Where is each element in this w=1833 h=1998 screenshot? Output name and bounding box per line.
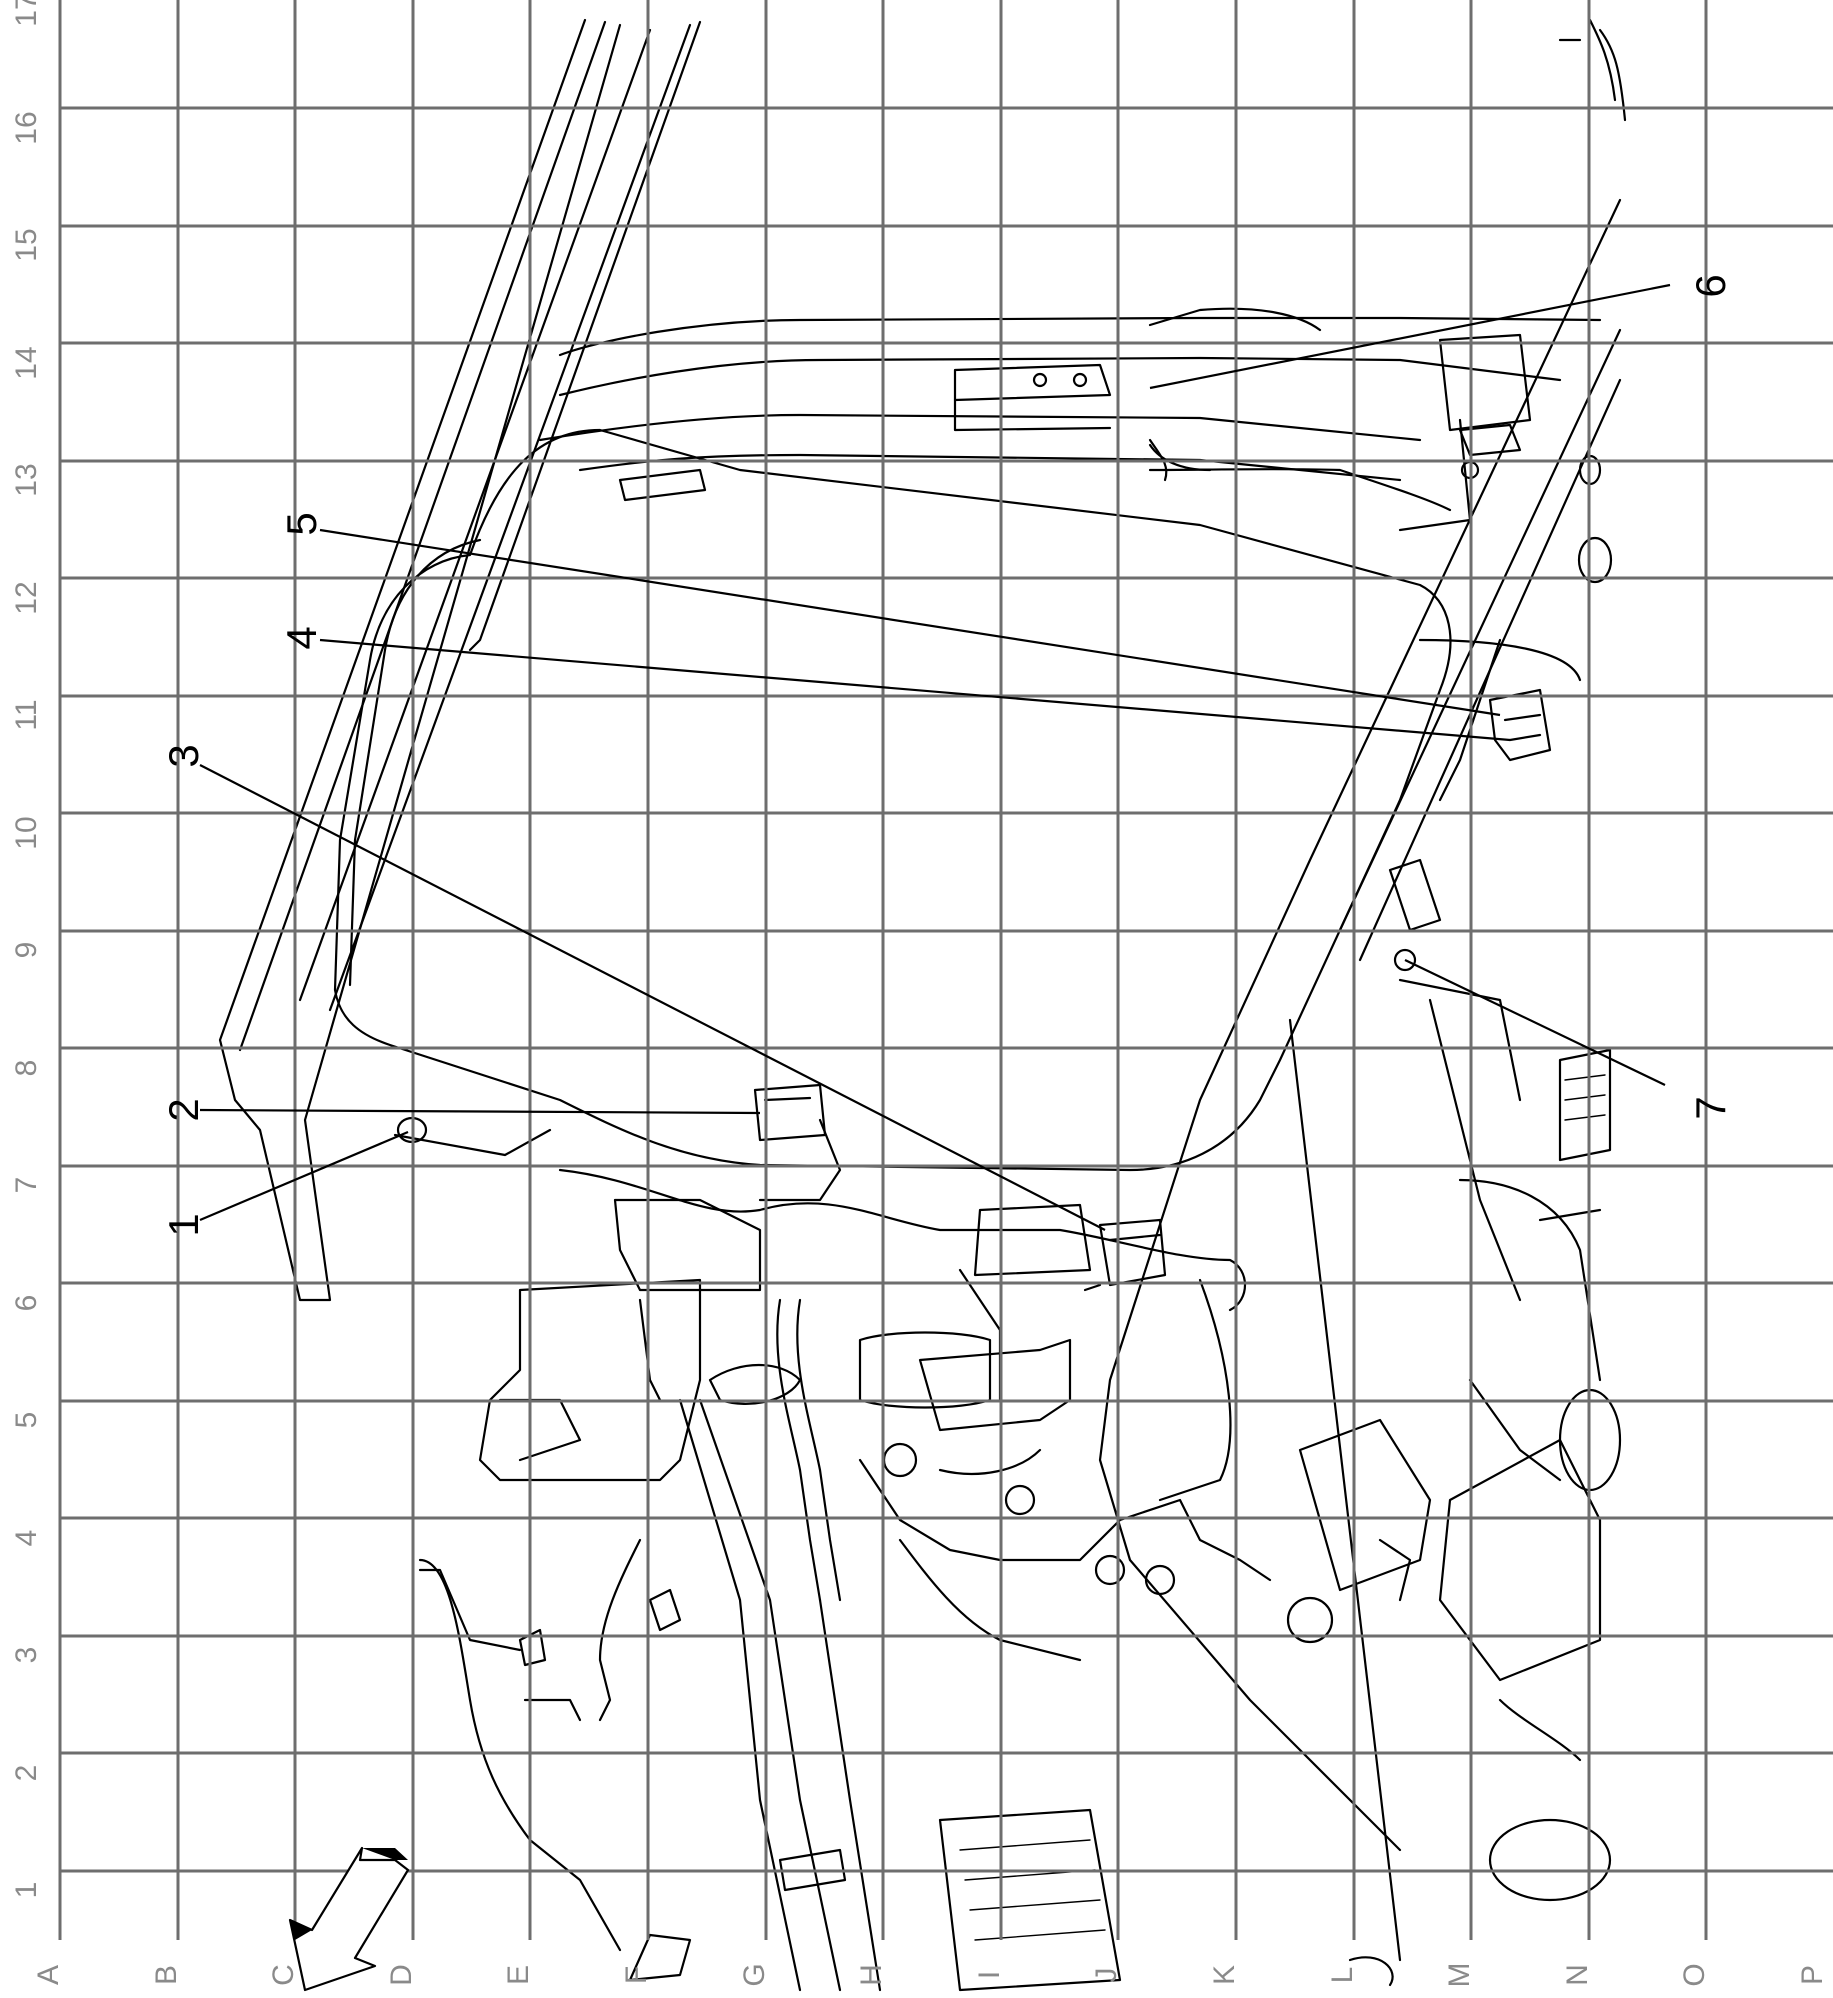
grid-row-label: 14	[10, 346, 43, 379]
grid-column-label: G	[738, 1963, 771, 1986]
grid-column-label: J	[1090, 1968, 1123, 1983]
grid-column-label: K	[1208, 1965, 1241, 1985]
grid-row-label: 1	[10, 1882, 43, 1899]
grid-row-label: 12	[10, 581, 43, 614]
grid-row-label: 4	[10, 1530, 43, 1547]
grid-column-label: A	[32, 1965, 65, 1985]
grid-row-label: 2	[10, 1765, 43, 1782]
leader-line-1	[199, 1130, 409, 1222]
vehicle-body-line-art	[218, 18, 1627, 1992]
grid-column-label: C	[267, 1964, 300, 1986]
grid-column-label: L	[1326, 1967, 1359, 1984]
callout-6: 6	[1687, 274, 1734, 297]
grid-row-label: 9	[10, 942, 43, 959]
grid-column-label: B	[150, 1965, 183, 1985]
grid-row-label: 3	[10, 1647, 43, 1664]
callout-2: 2	[160, 1098, 207, 1121]
grid-row-label: 16	[10, 111, 43, 144]
callout-7: 7	[1687, 1096, 1734, 1119]
grid-column-label: P	[1796, 1965, 1829, 1985]
leader-line-6	[1149, 283, 1671, 390]
callout-1: 1	[160, 1213, 207, 1236]
grid-row-label: 15	[10, 228, 43, 261]
grid-column-labels: A B C D E F G H I J K L M N O P	[32, 1963, 1829, 1988]
leader-line-2	[199, 1108, 761, 1115]
grid-row-label: 11	[10, 699, 43, 730]
reference-grid	[58, 0, 1833, 1940]
grid-row-label: 7	[10, 1177, 43, 1194]
grid-column-label: H	[855, 1964, 888, 1986]
callout-3: 3	[160, 744, 207, 767]
grid-column-label: I	[973, 1971, 1006, 1979]
grid-column-label: D	[385, 1964, 418, 1986]
grid-row-label: 8	[10, 1060, 43, 1077]
grid-row-label: 17	[10, 0, 43, 27]
grid-row-label: 5	[10, 1412, 43, 1429]
callout-4: 4	[278, 626, 325, 649]
leader-line-4	[319, 638, 1511, 742]
grid-column-label: E	[502, 1965, 535, 1985]
grid-row-label: 6	[10, 1295, 43, 1312]
callout-numbers: 1 2 3 4 5 6 7	[160, 274, 1734, 1236]
callout-5: 5	[278, 512, 325, 535]
leader-line-7	[1404, 959, 1666, 1086]
grid-column-label: F	[620, 1966, 653, 1984]
grid-column-label: N	[1561, 1964, 1594, 1986]
grid-column-label: O	[1678, 1963, 1711, 1986]
direction-arrow-icon	[288, 1846, 410, 1992]
grid-column-label: M	[1443, 1963, 1476, 1988]
grid-row-label: 13	[10, 463, 43, 496]
callout-leader-lines	[199, 283, 1671, 1231]
grid-row-label: 10	[10, 816, 43, 849]
leader-line-5	[319, 528, 1501, 717]
leader-line-3	[199, 764, 1106, 1231]
